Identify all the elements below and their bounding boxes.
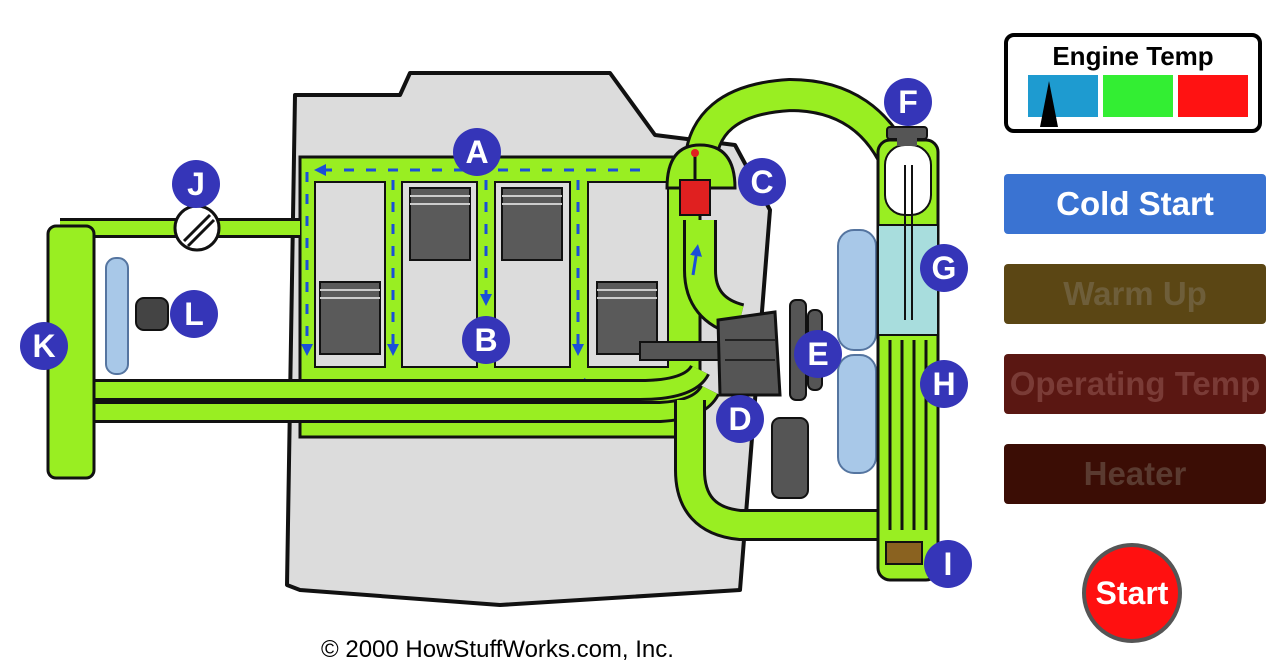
copyright-text: © 2000 HowStuffWorks.com, Inc. <box>321 636 674 663</box>
engine-temp-gauge: Engine Temp <box>1004 33 1262 133</box>
warm-up-button[interactable]: Warm Up <box>1004 264 1266 324</box>
heater-valve <box>173 204 221 252</box>
thermostat <box>665 143 737 216</box>
heater-fan <box>105 257 169 375</box>
label-f: F <box>884 78 932 126</box>
water-pump <box>639 310 782 397</box>
temp-segment-warm <box>1103 75 1173 117</box>
label-a: A <box>453 128 501 176</box>
heater-button[interactable]: Heater <box>1004 444 1266 504</box>
cold-start-button[interactable]: Cold Start <box>1004 174 1266 234</box>
label-i: I <box>924 540 972 588</box>
radiator <box>876 138 940 582</box>
operating-temp-button[interactable]: Operating Temp <box>1004 354 1266 414</box>
label-h: H <box>920 360 968 408</box>
engine-temp-title: Engine Temp <box>1052 41 1214 71</box>
label-k: K <box>20 322 68 370</box>
piston <box>409 187 471 261</box>
label-c: C <box>738 158 786 206</box>
label-j: J <box>172 160 220 208</box>
radiator-fan <box>837 229 877 474</box>
label-d: D <box>716 395 764 443</box>
label-b: B <box>462 316 510 364</box>
temp-segment-cold <box>1028 75 1098 117</box>
start-button[interactable]: Start <box>1082 543 1182 643</box>
label-l: L <box>170 290 218 338</box>
piston <box>319 281 381 355</box>
temp-segment-hot <box>1178 75 1248 117</box>
label-g: G <box>920 244 968 292</box>
temp-needle-icon <box>1040 81 1058 127</box>
label-e: E <box>794 330 842 378</box>
radiator-cap <box>886 126 928 140</box>
piston <box>501 187 563 261</box>
